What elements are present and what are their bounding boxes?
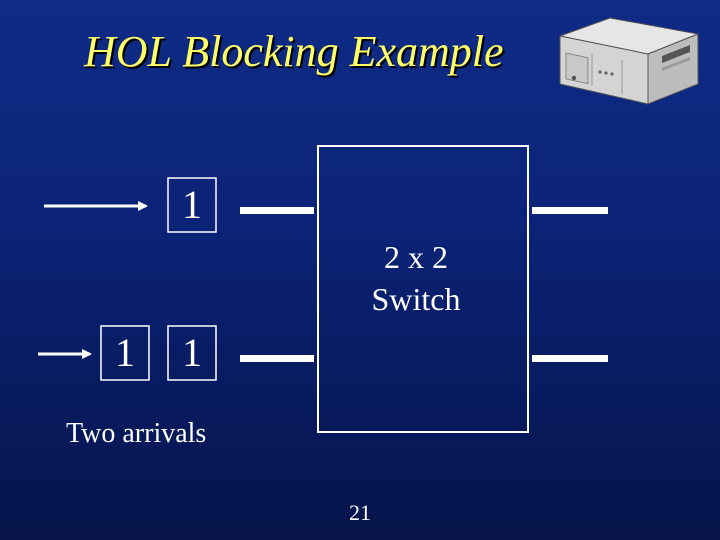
- switch-label: 2 x 2 Switch: [346, 236, 486, 320]
- switch-label-size: 2 x 2: [384, 239, 448, 275]
- switch-box: [317, 145, 529, 433]
- input-1-cell-label: 1: [182, 182, 202, 227]
- input-2-cell-box-back: [100, 325, 150, 381]
- slide-title: HOL Blocking Example: [84, 27, 504, 76]
- input-port-1-line: [240, 207, 314, 214]
- input-2-cell-label-back: 1: [115, 330, 135, 375]
- network-switch-device-icon: [558, 17, 700, 105]
- input-port-2-line: [240, 355, 314, 362]
- switch-label-name: Switch: [371, 281, 461, 317]
- output-port-2-line: [532, 355, 608, 362]
- two-arrivals-label: Two arrivals: [66, 418, 207, 449]
- input-1-cell-box: [167, 177, 217, 233]
- output-port-1-line: [532, 207, 608, 214]
- page-number: 21: [349, 500, 371, 525]
- input-2-cell-box-front: [167, 325, 217, 381]
- input-2-cell-label-front: 1: [182, 330, 202, 375]
